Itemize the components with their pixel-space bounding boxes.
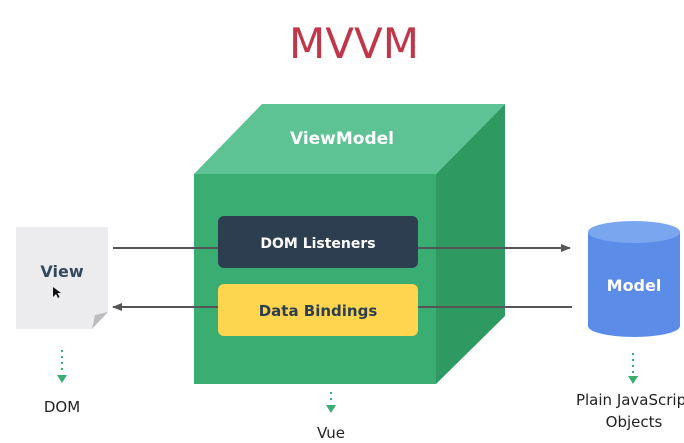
data-bindings-label: Data Bindings [259,302,378,320]
cube-front-face [194,174,436,384]
view-to-dom-arrow [57,350,67,383]
dom-listeners-box [218,216,418,268]
model-cylinder [588,221,680,337]
mouse-cursor-icon [53,287,61,298]
model-label: Model [607,276,662,295]
data-bindings-box [218,284,418,336]
page-title: MVVM [289,19,419,68]
model-caption-line2: Objects [606,413,663,431]
cube-top-face [194,104,505,174]
viewmodel-label: ViewModel [290,129,394,149]
model-caption-line1: Plain JavaScript [576,391,684,409]
model-to-objects-arrow [628,353,638,384]
cube-side-face [436,104,505,384]
view-document [16,227,108,329]
viewmodel-cube [194,104,505,384]
dom-listeners-label: DOM Listeners [260,236,375,252]
dom-caption: DOM [44,398,80,416]
viewmodel-to-vue-arrow [326,392,336,413]
view-label: View [40,262,83,281]
vue-caption: Vue [317,424,345,442]
